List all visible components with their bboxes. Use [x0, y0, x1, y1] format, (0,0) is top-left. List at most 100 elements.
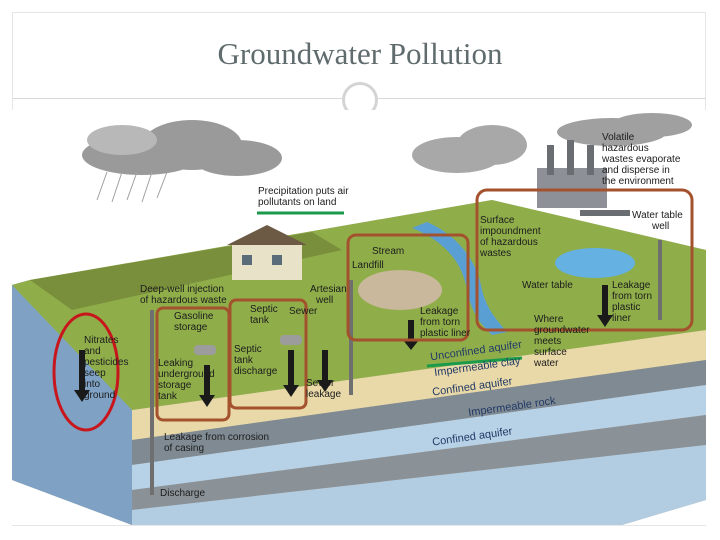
label-line: from torn	[420, 317, 461, 328]
slide-title: Groundwater Pollution	[217, 36, 503, 71]
label-leakage-liner: Leakage from torn plastic liner	[420, 306, 470, 339]
label-precipitation: Precipitation puts air pollutants on lan…	[258, 186, 349, 208]
label-line: of casing	[164, 443, 205, 454]
label-line: Volatile	[602, 132, 635, 143]
stratum-confined-upper	[132, 385, 706, 490]
label-line: seep	[84, 368, 106, 379]
label-line: wastes evaporate	[602, 154, 681, 165]
label-line: pollutants on land	[258, 197, 337, 208]
groundwater-diagram: Volatile hazardous wastes evaporate and …	[12, 110, 706, 525]
label-gasoline-storage: Gasoline storage	[174, 311, 213, 333]
highlight-boxes	[155, 188, 694, 422]
label-line: plastic liner	[420, 328, 471, 339]
label-line: Where	[534, 314, 564, 325]
label-line: Leakage from corrosion	[164, 432, 270, 443]
label-line: Sewer	[306, 378, 335, 389]
label-line: plastic	[612, 302, 641, 313]
label-line: Artesian	[310, 284, 347, 295]
label-line: hazardous	[602, 143, 649, 154]
label-artesian-well: Artesian well	[310, 284, 347, 306]
label-line: well	[316, 295, 334, 306]
label-surface-impoundment: Surface impoundment of hazardous wastes	[480, 215, 541, 259]
label-line: Septic	[250, 304, 278, 315]
label-groundwater-meets-surface: Where groundwater meets surface water	[534, 314, 590, 369]
deep-well-pipe	[150, 310, 154, 495]
house	[227, 225, 307, 280]
label-line: meets	[534, 336, 562, 347]
stratum-unconfined	[132, 330, 706, 440]
label-line: impoundment	[480, 226, 541, 237]
label-line: Deep-well injection	[140, 284, 224, 295]
label-line: leakage	[306, 389, 342, 400]
label-line: and disperse in	[602, 165, 670, 176]
factory	[537, 140, 630, 216]
label-line: underground	[158, 369, 215, 380]
label-sewer: Sewer	[289, 306, 318, 317]
label-line: storage	[174, 322, 208, 333]
label-line: Water table	[632, 210, 683, 221]
title-divider-right	[378, 98, 706, 99]
highlight-circle-nitrates	[52, 312, 120, 432]
rain	[96, 171, 168, 203]
block-left-side	[12, 280, 132, 525]
label-water-table: Water table	[522, 280, 573, 291]
label-line: of hazardous waste	[140, 295, 227, 306]
cloud-right	[557, 113, 692, 146]
label-line: into	[84, 379, 101, 390]
label-line: surface	[534, 347, 567, 358]
label-stream: Stream	[372, 246, 405, 257]
label-line: Surface	[480, 215, 515, 226]
label-line: Leakage	[612, 280, 651, 291]
green-underlines	[257, 211, 523, 368]
label-line: tank	[250, 315, 269, 326]
label-deep-well: Deep-well injection of hazardous waste	[140, 284, 227, 306]
label-line: from torn	[612, 291, 653, 302]
label-corrosion-leakage: Leakage from corrosion of casing	[164, 432, 269, 454]
label-line: Nitrates	[84, 335, 119, 346]
label-discharge: Discharge	[160, 488, 206, 499]
label-line: Precipitation puts air	[258, 186, 349, 197]
gasoline-tank	[194, 345, 216, 355]
label-line: and	[84, 346, 101, 357]
septic-tank-shape	[280, 335, 302, 345]
cloud-middle	[412, 125, 527, 173]
label-line: groundwater	[534, 325, 590, 336]
label-volatile-wastes: Volatile hazardous wastes evaporate and …	[602, 132, 680, 187]
label-nitrates: Nitrates and pesticides seep into ground	[84, 335, 128, 401]
label-leakage-torn-liner: Leakage from torn plastic liner	[612, 280, 652, 324]
label-line: tank	[158, 391, 177, 402]
label-line: well	[652, 221, 670, 232]
stream-path	[412, 222, 507, 335]
stratum-confined-lower	[132, 445, 706, 525]
label-line: discharge	[234, 366, 278, 377]
label-leaking-tank: Leaking underground storage tank	[158, 358, 215, 402]
impoundment-pond	[555, 248, 635, 278]
label-septic-discharge: Septic tank discharge	[234, 344, 277, 377]
landfill-mound	[358, 270, 442, 310]
stratum-clay	[132, 360, 706, 465]
label-line: ground	[84, 390, 116, 401]
label-line: tank	[234, 355, 253, 366]
label-line: storage	[158, 380, 192, 391]
label-landfill: Landfill	[352, 260, 384, 271]
ground-surface	[12, 200, 706, 410]
label-sewer-leakage: Sewer leakage	[306, 378, 341, 400]
label-water-table-well: Water table well	[632, 210, 683, 232]
label-line: Leaking	[158, 358, 194, 369]
label-line: wastes	[480, 248, 512, 259]
label-line: Gasoline	[174, 311, 214, 322]
cloud-left	[82, 120, 282, 176]
label-septic-tank: Septic tank	[250, 304, 278, 326]
water-table-well-pipe	[658, 240, 662, 320]
title-divider-left	[12, 98, 342, 99]
stratum-rock	[132, 415, 706, 510]
label-line: liner	[612, 313, 631, 324]
label-line: Septic	[234, 344, 262, 355]
label-line: the environment	[602, 176, 674, 187]
seepage-arrows	[74, 285, 613, 407]
label-line: of hazardous	[480, 237, 538, 248]
label-line: pesticides	[84, 357, 129, 368]
label-line: water	[534, 358, 559, 369]
label-line: Leakage	[420, 306, 459, 317]
diagram-illustration	[12, 110, 706, 525]
